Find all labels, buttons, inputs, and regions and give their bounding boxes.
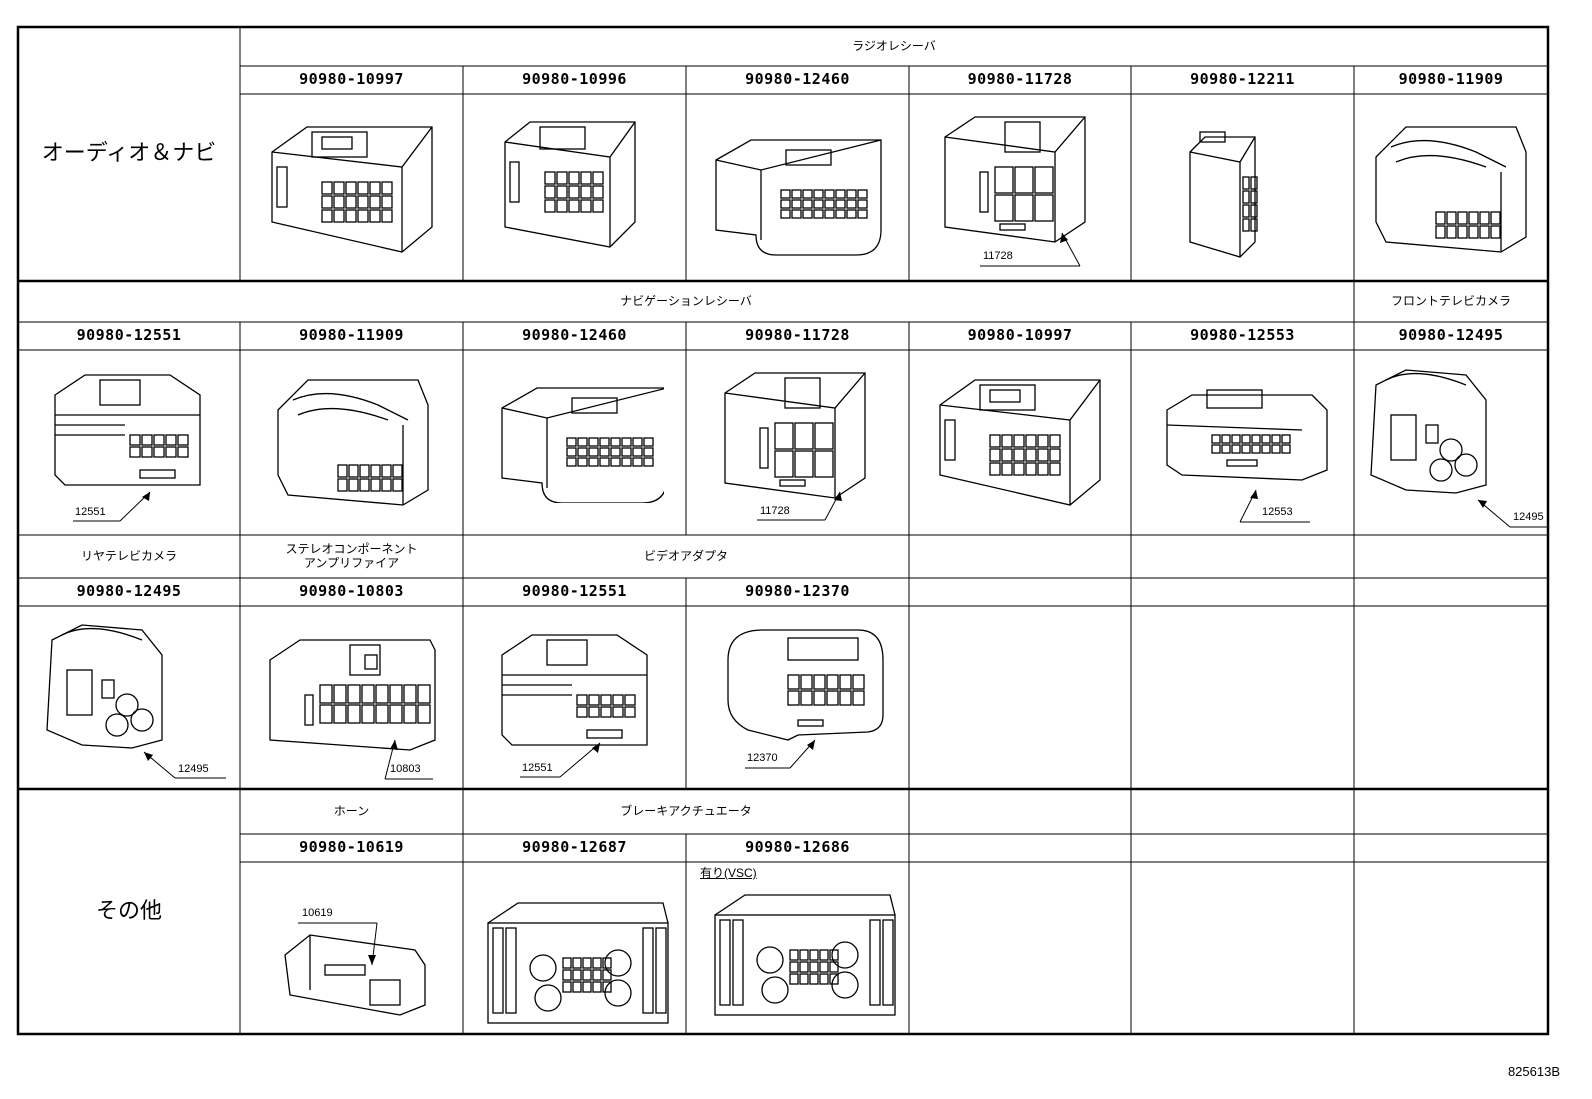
part-number: 90980-10997 xyxy=(299,70,404,89)
part-number: 90980-12211 xyxy=(1190,70,1295,89)
part-number: 90980-12687 xyxy=(522,838,627,857)
connector-large-box-icon xyxy=(262,112,442,262)
callout-label: 10619 xyxy=(302,907,333,919)
connector-actuator-block-icon xyxy=(478,893,678,1028)
callout-label: 12553 xyxy=(1262,506,1293,518)
callout-label: 12370 xyxy=(747,752,778,764)
header-rear-tv-camera: リヤテレビカメラ xyxy=(80,548,177,563)
vsc-note: 有り(VSC) xyxy=(700,866,757,880)
callout-label: 11728 xyxy=(760,505,790,517)
header-stereo-amplifier: ステレオコンポーネント アンプリファイア xyxy=(240,535,463,578)
section-label-other: その他 xyxy=(95,898,162,924)
part-number: 90980-10619 xyxy=(299,838,404,857)
connector-narrow-icon xyxy=(1180,122,1310,262)
callout-label: 12551 xyxy=(75,506,106,518)
callout-label: 12495 xyxy=(178,763,209,775)
part-number: 90980-12551 xyxy=(522,582,627,601)
part-number: 90980-11909 xyxy=(299,326,404,345)
section-label-audio-nav: オーディオ＆ナビ xyxy=(41,141,217,167)
part-number: 90980-12370 xyxy=(745,582,850,601)
connector-slim-latch-icon xyxy=(45,365,210,500)
connector-coax-icon xyxy=(42,620,167,750)
connector-latch-grid-icon xyxy=(715,368,880,503)
part-number: 90980-12495 xyxy=(1398,326,1504,345)
part-number: 90980-10997 xyxy=(967,326,1073,345)
header-brake-actuator: ブレーキアクチュエータ xyxy=(620,803,752,818)
connector-curved-receptacle-icon xyxy=(492,378,664,503)
connector-coax-icon xyxy=(1366,365,1491,495)
header-radio-receiver: ラジオレシーバ xyxy=(852,38,936,53)
connector-wide-box-icon xyxy=(260,625,440,755)
part-number: 90980-12553 xyxy=(1190,326,1295,345)
header-horn: ホーン xyxy=(333,803,370,818)
connector-side-latch-icon xyxy=(268,365,438,515)
part-number: 90980-12460 xyxy=(522,326,627,345)
callout-label: 10803 xyxy=(390,763,421,775)
part-number: 90980-11728 xyxy=(745,326,850,345)
part-number: 90980-11909 xyxy=(1398,70,1504,89)
connector-rounded-receptacle-icon xyxy=(718,620,886,750)
part-number: 90980-10996 xyxy=(522,70,627,89)
connector-slim-latch-icon xyxy=(492,625,652,755)
callout-label: 12551 xyxy=(522,762,553,774)
part-number: 90980-12686 xyxy=(745,838,850,857)
header-video-adapter: ビデオアダプタ xyxy=(643,548,728,563)
callout-label: 11728 xyxy=(983,250,1013,262)
connector-side-latch-icon xyxy=(1366,112,1536,262)
part-number: 90980-12460 xyxy=(745,70,850,89)
connector-wide-flat-icon xyxy=(1162,380,1330,485)
connector-curved-receptacle-icon xyxy=(706,130,891,260)
part-number: 90980-10803 xyxy=(299,582,404,601)
connector-actuator-block-icon xyxy=(705,885,900,1020)
connector-compact-box-icon xyxy=(495,112,655,262)
callout-label: 12495 xyxy=(1513,511,1544,523)
document-id: 825613B xyxy=(1507,1064,1560,1079)
part-number: 90980-12495 xyxy=(76,582,182,601)
part-number: 90980-12551 xyxy=(76,326,182,345)
connector-large-box-icon xyxy=(930,365,1110,515)
header-navigation-receiver: ナビゲーションレシーバ xyxy=(620,293,752,308)
part-number: 90980-11728 xyxy=(967,70,1073,89)
connector-latch-grid-icon xyxy=(935,112,1100,252)
connector-horn-icon xyxy=(275,910,435,1020)
header-front-tv-camera: フロントテレビカメラ xyxy=(1390,293,1511,308)
header-stereo-amplifier-line1: ステレオコンポーネント xyxy=(285,541,418,556)
header-stereo-amplifier-line2: アンプリファイア xyxy=(303,555,400,570)
